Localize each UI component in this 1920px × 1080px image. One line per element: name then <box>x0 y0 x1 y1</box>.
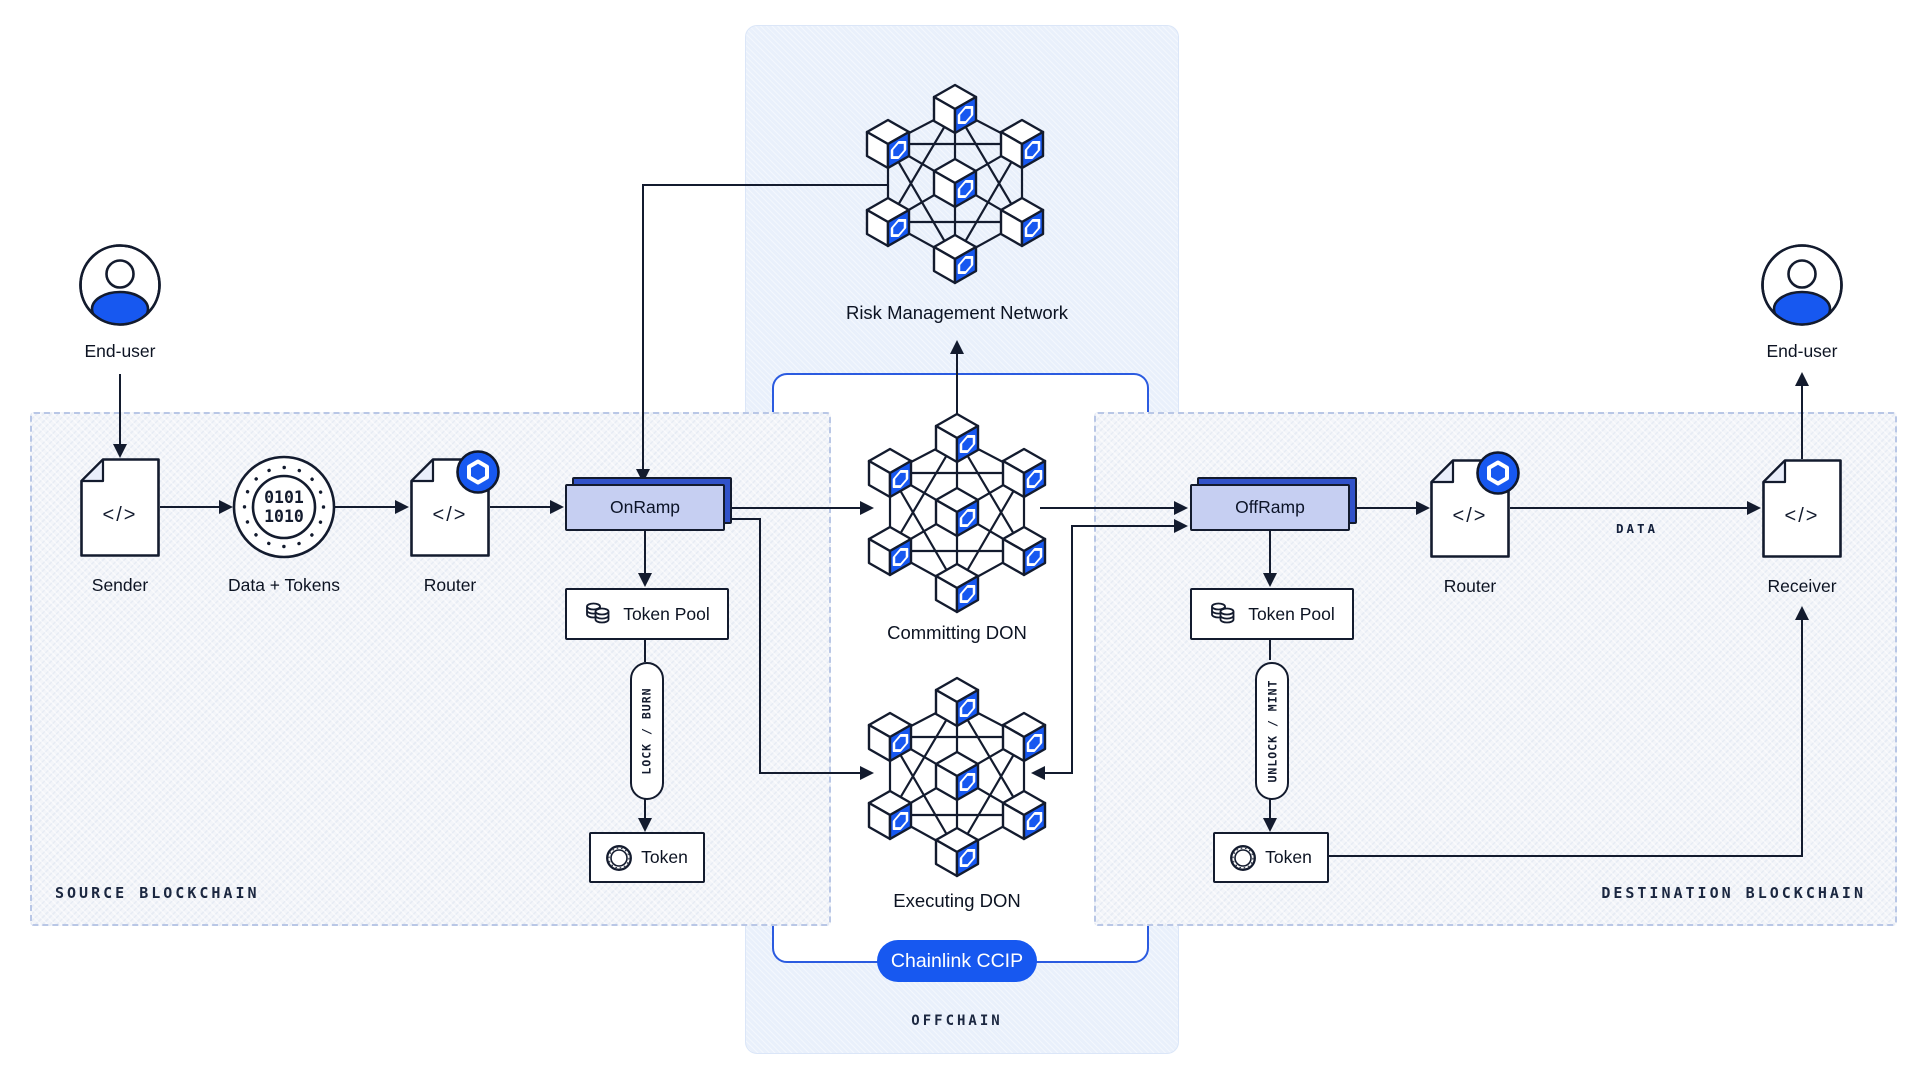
offchain-label: OFFCHAIN <box>911 1013 1003 1029</box>
token-dest-label: Token <box>1265 847 1312 867</box>
unlock-mint-pill: UNLOCK / MINT <box>1255 662 1289 800</box>
data-tokens-label: Data + Tokens <box>227 575 341 595</box>
lock-burn-label: LOCK / BURN <box>640 687 655 775</box>
risk-management-cluster-icon <box>855 71 1055 295</box>
unlock-mint-label: UNLOCK / MINT <box>1265 679 1280 783</box>
receiver-node: </> Receiver <box>1762 459 1842 596</box>
chainlink-badge-icon <box>455 449 501 495</box>
code-icon: </> <box>432 504 468 526</box>
token-pool-dest-label: Token Pool <box>1248 603 1335 624</box>
end-user-right-node: End-user <box>1760 243 1844 361</box>
data-tokens-icon <box>232 455 336 559</box>
arrowheads <box>113 340 1809 832</box>
coins-icon <box>586 602 610 624</box>
router-dest-label: Router <box>1443 576 1497 596</box>
sender-node: </> Sender <box>80 458 160 595</box>
token-source-node: Token <box>589 832 705 883</box>
coins-icon <box>1211 602 1235 624</box>
code-icon: </> <box>1452 505 1488 527</box>
router-dest-node: </> Router <box>1430 450 1521 596</box>
receiver-label: Receiver <box>1767 576 1837 596</box>
executing-don-label: Executing DON <box>893 890 1021 911</box>
dotted-ring <box>242 465 326 549</box>
token-pool-source-label: Token Pool <box>623 603 710 624</box>
sender-label: Sender <box>91 575 149 595</box>
destination-blockchain-label: DESTINATION BLOCKCHAIN <box>1601 884 1866 902</box>
token-dest-node: Token <box>1213 832 1329 883</box>
token-source-label: Token <box>641 847 688 867</box>
user-avatar-icon <box>1760 243 1844 327</box>
user-avatar-icon <box>78 243 162 327</box>
end-user-left-node: End-user <box>78 243 162 361</box>
risk-management-label: Risk Management Network <box>845 302 1069 323</box>
end-user-right-label: End-user <box>1766 341 1838 361</box>
offramp-label: OffRamp <box>1190 484 1350 531</box>
router-source-node: </> Router <box>410 449 501 595</box>
lock-burn-pill: LOCK / BURN <box>630 662 664 800</box>
committing-don-label: Committing DON <box>887 622 1027 643</box>
executing-don-cluster-icon <box>857 664 1057 888</box>
committing-don-cluster-icon <box>857 400 1057 624</box>
binary-text-line1: 0101 <box>264 488 304 507</box>
end-user-left-label: End-user <box>84 341 156 361</box>
binary-text-line2: 1010 <box>264 507 304 526</box>
code-icon: </> <box>102 504 138 526</box>
data-edge-label: DATA <box>1615 521 1659 536</box>
chainlink-ccip-badge: Chainlink CCIP <box>877 940 1037 982</box>
data-tokens-node: 0101 1010 Data + Tokens <box>228 455 340 595</box>
token-pool-source-node: Token Pool <box>565 588 729 640</box>
chainlink-badge-icon <box>1475 450 1521 496</box>
token-ring-icon <box>1230 844 1257 871</box>
source-blockchain-label: SOURCE BLOCKCHAIN <box>55 884 260 902</box>
onramp-node: OnRamp <box>565 477 732 531</box>
onramp-label: OnRamp <box>565 484 725 531</box>
token-ring-icon <box>606 844 633 871</box>
router-source-label: Router <box>423 575 477 595</box>
token-pool-dest-node: Token Pool <box>1190 588 1354 640</box>
code-icon: </> <box>1784 505 1820 527</box>
offramp-node: OffRamp <box>1190 477 1357 531</box>
